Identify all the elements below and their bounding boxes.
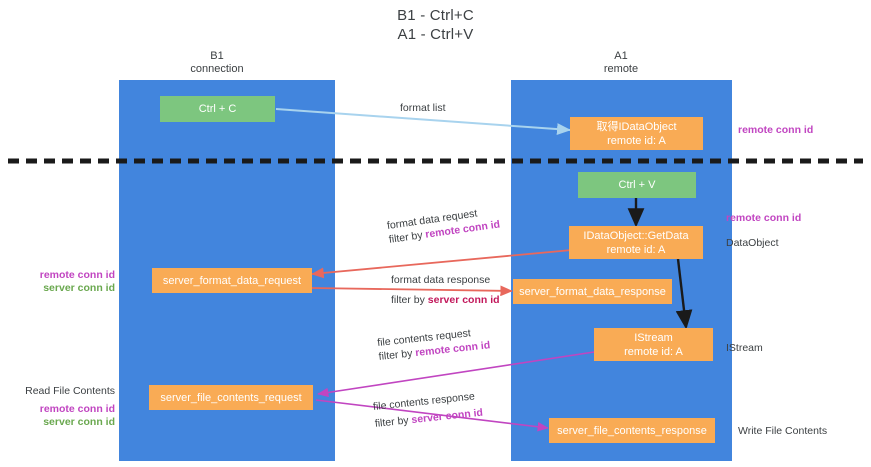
node-idataobject-getdata-id: remote id: A — [606, 243, 666, 256]
node-ctrl-c[interactable]: Ctrl + C — [160, 96, 275, 122]
node-ctrl-v[interactable]: Ctrl + V — [578, 172, 696, 198]
filter-prefix: filter by — [374, 414, 413, 430]
title-line-2: A1 - Ctrl+V — [397, 26, 474, 43]
node-server-format-data-response-label: server_format_data_response — [519, 285, 666, 298]
node-server-format-data-request[interactable]: server_format_data_request — [152, 268, 312, 293]
node-server-file-contents-request-label: server_file_contents_request — [160, 391, 302, 404]
edge-label-file-contents-request: file contents request filter by remote c… — [377, 324, 491, 364]
filter-prefix: filter by — [378, 347, 416, 363]
annotation-istream: IStream — [726, 342, 763, 354]
annotation-remote-conn-id-mid: remote conn id — [726, 212, 802, 224]
node-get-idataobject-id: remote id: A — [607, 134, 666, 147]
node-get-idataobject[interactable]: 取得IDataObject remote id: A — [570, 117, 703, 150]
column-header-a1-name: A1 — [614, 50, 628, 62]
annotation-remote-conn-id-top: remote conn id — [738, 124, 814, 136]
annotation-left-server-conn-id: server conn id — [43, 282, 115, 294]
annotation-left-remote-conn-id-2: remote conn id — [39, 403, 115, 415]
node-istream-label: IStream — [634, 331, 673, 344]
node-istream-id: remote id: A — [624, 345, 683, 358]
node-ctrl-c-label: Ctrl + C — [198, 103, 237, 115]
page-title: B1 - Ctrl+C A1 - Ctrl+V — [0, 6, 871, 44]
annotation-dataobject: DataObject — [726, 237, 779, 249]
edge-label-format-list-text: format list — [400, 102, 446, 114]
column-header-a1-sub: remote — [603, 63, 639, 75]
edge-label-format-data-request: format data request filter by remote con… — [386, 204, 501, 247]
node-idataobject-getdata[interactable]: IDataObject::GetData remote id: A — [569, 226, 703, 259]
node-server-format-data-response[interactable]: server_format_data_response — [513, 279, 672, 304]
node-get-idataobject-label: 取得IDataObject — [596, 120, 677, 133]
node-ctrl-v-label: Ctrl + V — [618, 179, 656, 191]
node-istream[interactable]: IStream remote id: A — [594, 328, 713, 361]
filter-key-server-conn-id: server conn id — [427, 294, 500, 306]
filter-prefix: filter by — [388, 228, 427, 246]
column-header-b1: B1 connection — [107, 50, 327, 76]
column-header-b1-name: B1 — [210, 50, 224, 62]
annotation-left-remote-conn-id: remote conn id — [39, 269, 115, 281]
filter-key-server-conn-id: server conn id — [410, 406, 484, 427]
filter-prefix: filter by — [391, 294, 428, 306]
annotation-left-server-conn-id-2: server conn id — [43, 416, 115, 428]
node-server-format-data-request-label: server_format_data_request — [162, 274, 302, 287]
annotation-write-file-contents: Write File Contents — [738, 425, 828, 437]
edge-label-file-contents-response: file contents response filter by server … — [372, 389, 483, 431]
node-server-file-contents-response[interactable]: server_file_contents_response — [549, 418, 715, 443]
edge-label-format-data-response-filter: filter by server conn id — [391, 293, 500, 307]
column-header-a1: A1 remote — [511, 50, 731, 76]
node-server-file-contents-response-label: server_file_contents_response — [557, 424, 707, 437]
edge-label-format-data-response-text: format data response — [391, 274, 491, 286]
title-line-1: B1 - Ctrl+C — [397, 7, 474, 24]
edge-label-format-data-response: format data response filter by server co… — [391, 273, 500, 307]
node-server-file-contents-request[interactable]: server_file_contents_request — [149, 385, 313, 410]
annotation-read-file-contents: Read File Contents — [25, 385, 115, 397]
edge-label-format-list: format list — [400, 101, 446, 115]
column-header-b1-sub: connection — [190, 63, 244, 75]
node-idataobject-getdata-label: IDataObject::GetData — [583, 229, 689, 242]
